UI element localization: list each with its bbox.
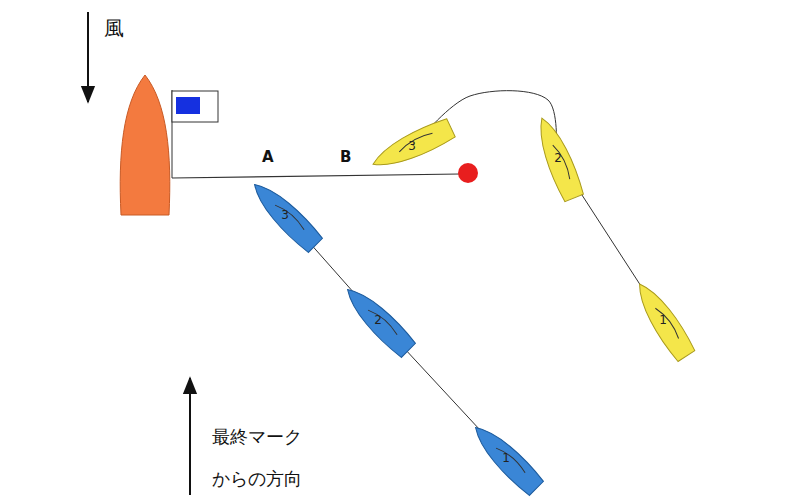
boat: 2	[550, 148, 566, 168]
boat-number: 2	[554, 151, 562, 165]
boat: 1	[655, 310, 671, 330]
blue-flag	[176, 97, 200, 114]
approach-arrow	[189, 378, 191, 495]
boat: 2	[370, 310, 386, 330]
wind-label: 風	[98, 8, 136, 48]
boat: 3	[277, 205, 293, 225]
boat-number: 3	[281, 208, 289, 222]
finish-mark	[458, 163, 478, 183]
boat-number: 1	[502, 451, 510, 465]
line-point-label: B	[340, 148, 351, 166]
boat-number: 2	[374, 313, 382, 327]
boat: 1	[498, 448, 514, 468]
finish-line	[172, 174, 460, 178]
boat-number: 1	[659, 313, 667, 327]
boat-number: 3	[408, 139, 416, 153]
direction-label: 最終マーク からの方向	[200, 416, 342, 500]
flag-frame	[172, 91, 218, 122]
line-point-label: A	[262, 148, 274, 166]
wind-arrow	[87, 12, 89, 102]
committee-boat	[120, 75, 170, 215]
boat: 3	[404, 136, 420, 156]
